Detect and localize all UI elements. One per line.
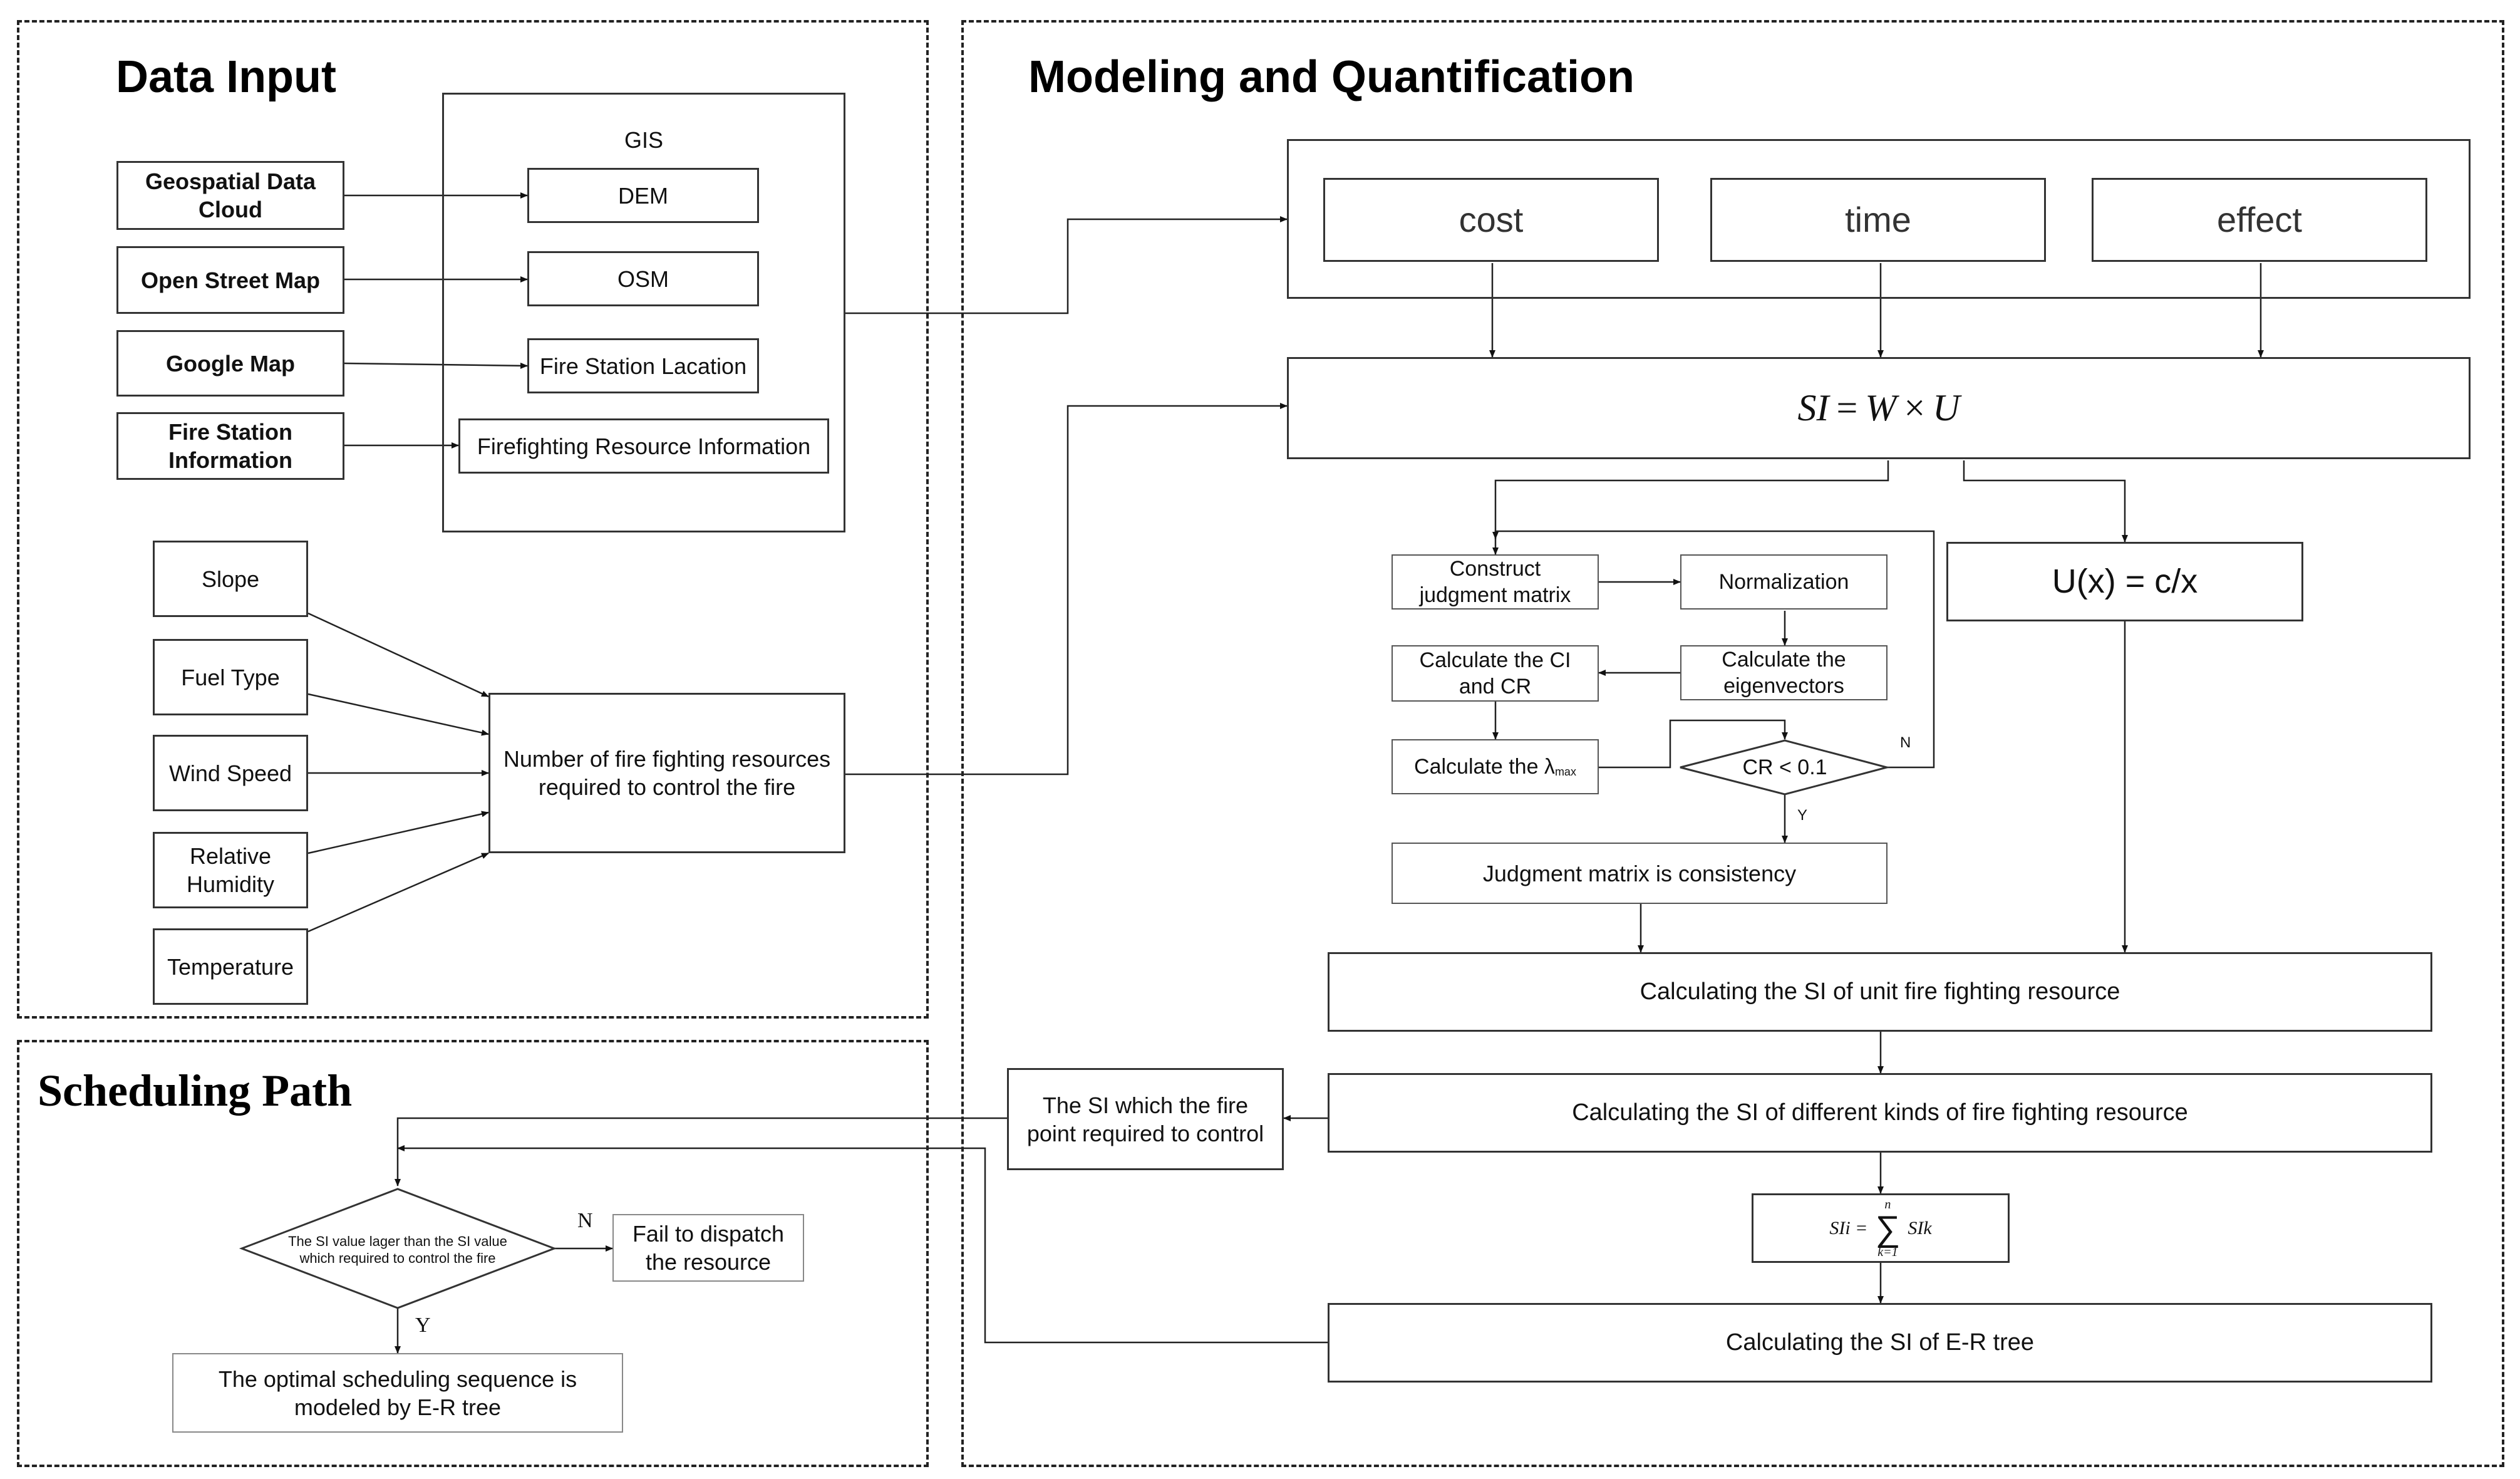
gis-label: GIS	[624, 127, 663, 153]
open-street-map-box: Open Street Map	[116, 246, 344, 314]
resource-info-box: Firefighting Resource Information	[458, 418, 829, 474]
ci-cr-box: Calculate the CI and CR	[1392, 645, 1599, 702]
fuel-type-box: Fuel Type	[153, 639, 308, 715]
fire-point-required-box: The SI which the fire point required to …	[1007, 1068, 1284, 1170]
modeling-panel	[961, 20, 2504, 1467]
utility-function-box: U(x) = c/x	[1946, 542, 2303, 621]
sum-upper-limit: n	[1884, 1197, 1891, 1212]
normalization-box: Normalization	[1680, 554, 1887, 610]
decision-no-label: N	[577, 1209, 593, 1232]
arrow-slope-needed	[307, 612, 489, 698]
relative-humidity-box: Relative Humidity	[153, 832, 308, 908]
arrow-humidity-needed	[307, 811, 489, 854]
arrow-needed-si	[845, 403, 1288, 776]
fail-dispatch-box: Fail to dispatch the resource	[612, 1214, 804, 1282]
gis-container	[442, 93, 845, 532]
dem-box: DEM	[527, 168, 759, 223]
cost-box: cost	[1323, 178, 1659, 262]
cr-check-no-label: N	[1900, 734, 1911, 751]
data-input-title: Data Input	[116, 52, 336, 102]
consistency-box: Judgment matrix is consistency	[1392, 843, 1887, 904]
arrow-temperature-needed	[307, 852, 489, 933]
arrow-u-utility	[1963, 460, 2128, 542]
wind-speed-box: Wind Speed	[153, 735, 308, 811]
effect-box: effect	[2092, 178, 2427, 262]
fire-station-location-box: Fire Station Lacation	[527, 338, 759, 393]
er-tree-si-box: Calculating the SI of E-R tree	[1328, 1303, 2432, 1383]
si-formula-eq: =	[1836, 387, 1858, 428]
modeling-title: Modeling and Quantification	[1028, 52, 1634, 102]
scheduling-panel	[17, 1040, 929, 1467]
sum-lower-limit: k=1	[1877, 1245, 1898, 1259]
construct-matrix-box: Construct judgment matrix	[1392, 554, 1599, 610]
si-formula-times: ×	[1904, 387, 1926, 428]
arrow-w-construct	[1492, 460, 1889, 555]
osm-box: OSM	[527, 251, 759, 306]
lambda-max-label: Calculate the λ	[1414, 754, 1555, 779]
arrow-lambda-check	[1599, 719, 1788, 769]
cr-check-yes-label: Y	[1797, 807, 1808, 824]
optimal-sequence-box: The optimal scheduling sequence is model…	[172, 1353, 623, 1433]
slope-box: Slope	[153, 541, 308, 617]
arrow-check-no-loop	[1492, 530, 1935, 769]
criteria-container	[1287, 139, 2471, 299]
cr-check-diamond	[1680, 739, 1891, 796]
cr-check-label: CR < 0.1	[1742, 755, 1827, 779]
si-formula-lhs: SI	[1797, 387, 1829, 428]
si-formula-w: W	[1865, 387, 1897, 428]
eigenvectors-box: Calculate the eigenvectors	[1680, 645, 1887, 700]
sum-symbol: ∑	[1875, 1208, 1901, 1248]
fire-station-information-box: Fire Station Information	[116, 412, 344, 480]
decision-yes-label: Y	[415, 1314, 431, 1337]
sum-lhs: SIi =	[1829, 1217, 1868, 1238]
arrow-google-station	[344, 362, 528, 369]
kinds-si-box: Calculating the SI of different kinds of…	[1328, 1073, 2432, 1153]
si-formula-box: SI = W × U	[1287, 357, 2471, 459]
lambda-max-subscript: max	[1554, 765, 1576, 778]
sum-formula-box: SIi = n ∑ k=1 SIk	[1752, 1193, 2010, 1263]
sum-term: SIk	[1908, 1217, 1932, 1238]
temperature-box: Temperature	[153, 928, 308, 1005]
data-input-panel	[17, 20, 929, 1019]
time-box: time	[1710, 178, 2046, 262]
arrow-fuel-needed	[307, 693, 489, 736]
resources-needed-box: Number of fire fighting resources requir…	[488, 693, 845, 853]
geospatial-data-cloud-box: Geospatial Data Cloud	[116, 161, 344, 230]
decision-text: The SI value lager than the SI value whi…	[288, 1233, 507, 1267]
google-map-box: Google Map	[116, 330, 344, 397]
arrow-gis-criteria	[845, 216, 1288, 314]
scheduling-title: Scheduling Path	[38, 1066, 353, 1116]
decision-diamond	[239, 1188, 557, 1309]
unit-si-box: Calculating the SI of unit fire fighting…	[1328, 952, 2432, 1032]
arrow-er-decision	[397, 1145, 1328, 1344]
si-formula-u: U	[1933, 387, 1960, 428]
arrow-firepoint-decision	[395, 1117, 1007, 1186]
